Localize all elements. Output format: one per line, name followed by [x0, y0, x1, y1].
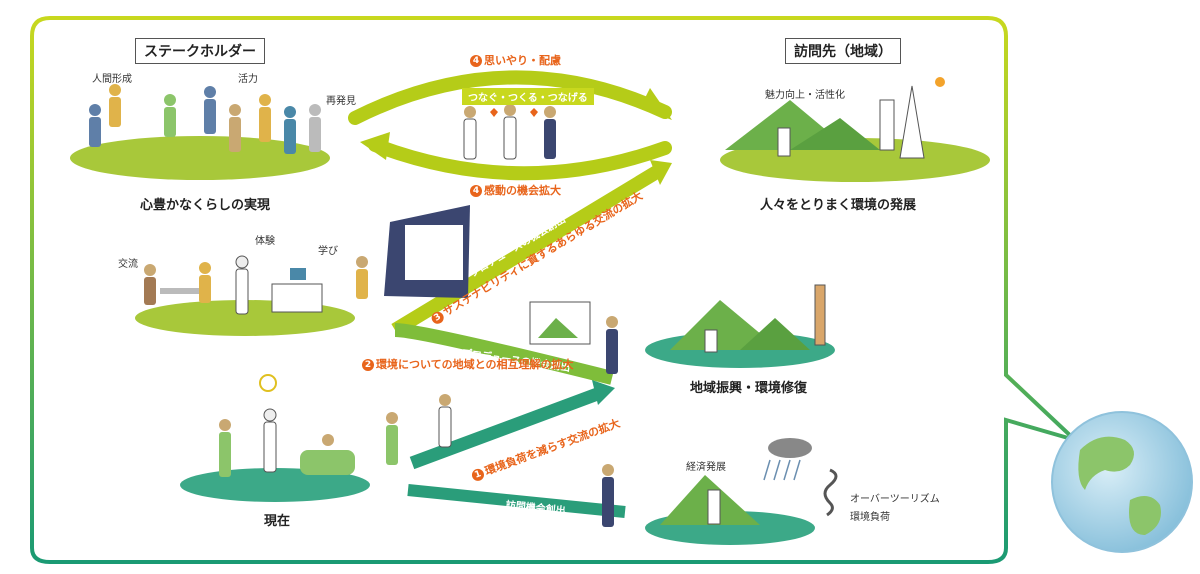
caption-present: 現在 [264, 514, 291, 529]
arrow-visit [407, 484, 626, 518]
ground-stakeholder [70, 136, 330, 180]
destination-label: 訪問先（地域） [785, 38, 901, 64]
caption-rich-life: 心豊かなくらしの実現 [140, 198, 271, 213]
arrow-solution [409, 386, 603, 470]
label-experience: 体験 [255, 236, 275, 247]
label-exchange: 交流 [118, 259, 138, 270]
globe-icon [1051, 411, 1193, 553]
label-human-formation: 人間形成 [92, 74, 132, 85]
stakeholder-label: ステークホルダー [135, 38, 265, 64]
mountain-town-illustration [725, 77, 945, 159]
trio-illustration [463, 104, 556, 160]
arrow-emotion [368, 138, 672, 181]
exchange-scene-illustration [144, 255, 323, 315]
label-attractiveness: 魅力向上・活性化 [765, 90, 845, 101]
caption-regional-revitalization: 地域振興・環境修復 [690, 381, 808, 396]
caption-environment-development: 人々をとりまく環境の発展 [760, 198, 917, 213]
arrow-consideration [348, 70, 672, 125]
tablet-illustration [356, 205, 470, 299]
people-illustration-stakeholder [89, 84, 321, 154]
label-environmental-burden: 環境負荷 [850, 512, 890, 523]
label-vitality: 活力 [238, 74, 258, 85]
revitalization-illustration [670, 284, 826, 353]
guide-illustration [386, 301, 618, 527]
label-learning: 学び [318, 246, 338, 257]
label-overtourism: オーバーツーリズム [850, 494, 940, 505]
arrow-mutual [394, 323, 614, 385]
arrow-sustainability [391, 164, 664, 336]
flow-connect-make: つなぐ・つくる・つなげる [462, 88, 594, 105]
label-economic-development: 経済発展 [686, 462, 726, 473]
label-rediscovery: 再発見 [326, 96, 356, 107]
present-scene-illustration [219, 374, 355, 477]
economy-illustration [660, 438, 838, 525]
